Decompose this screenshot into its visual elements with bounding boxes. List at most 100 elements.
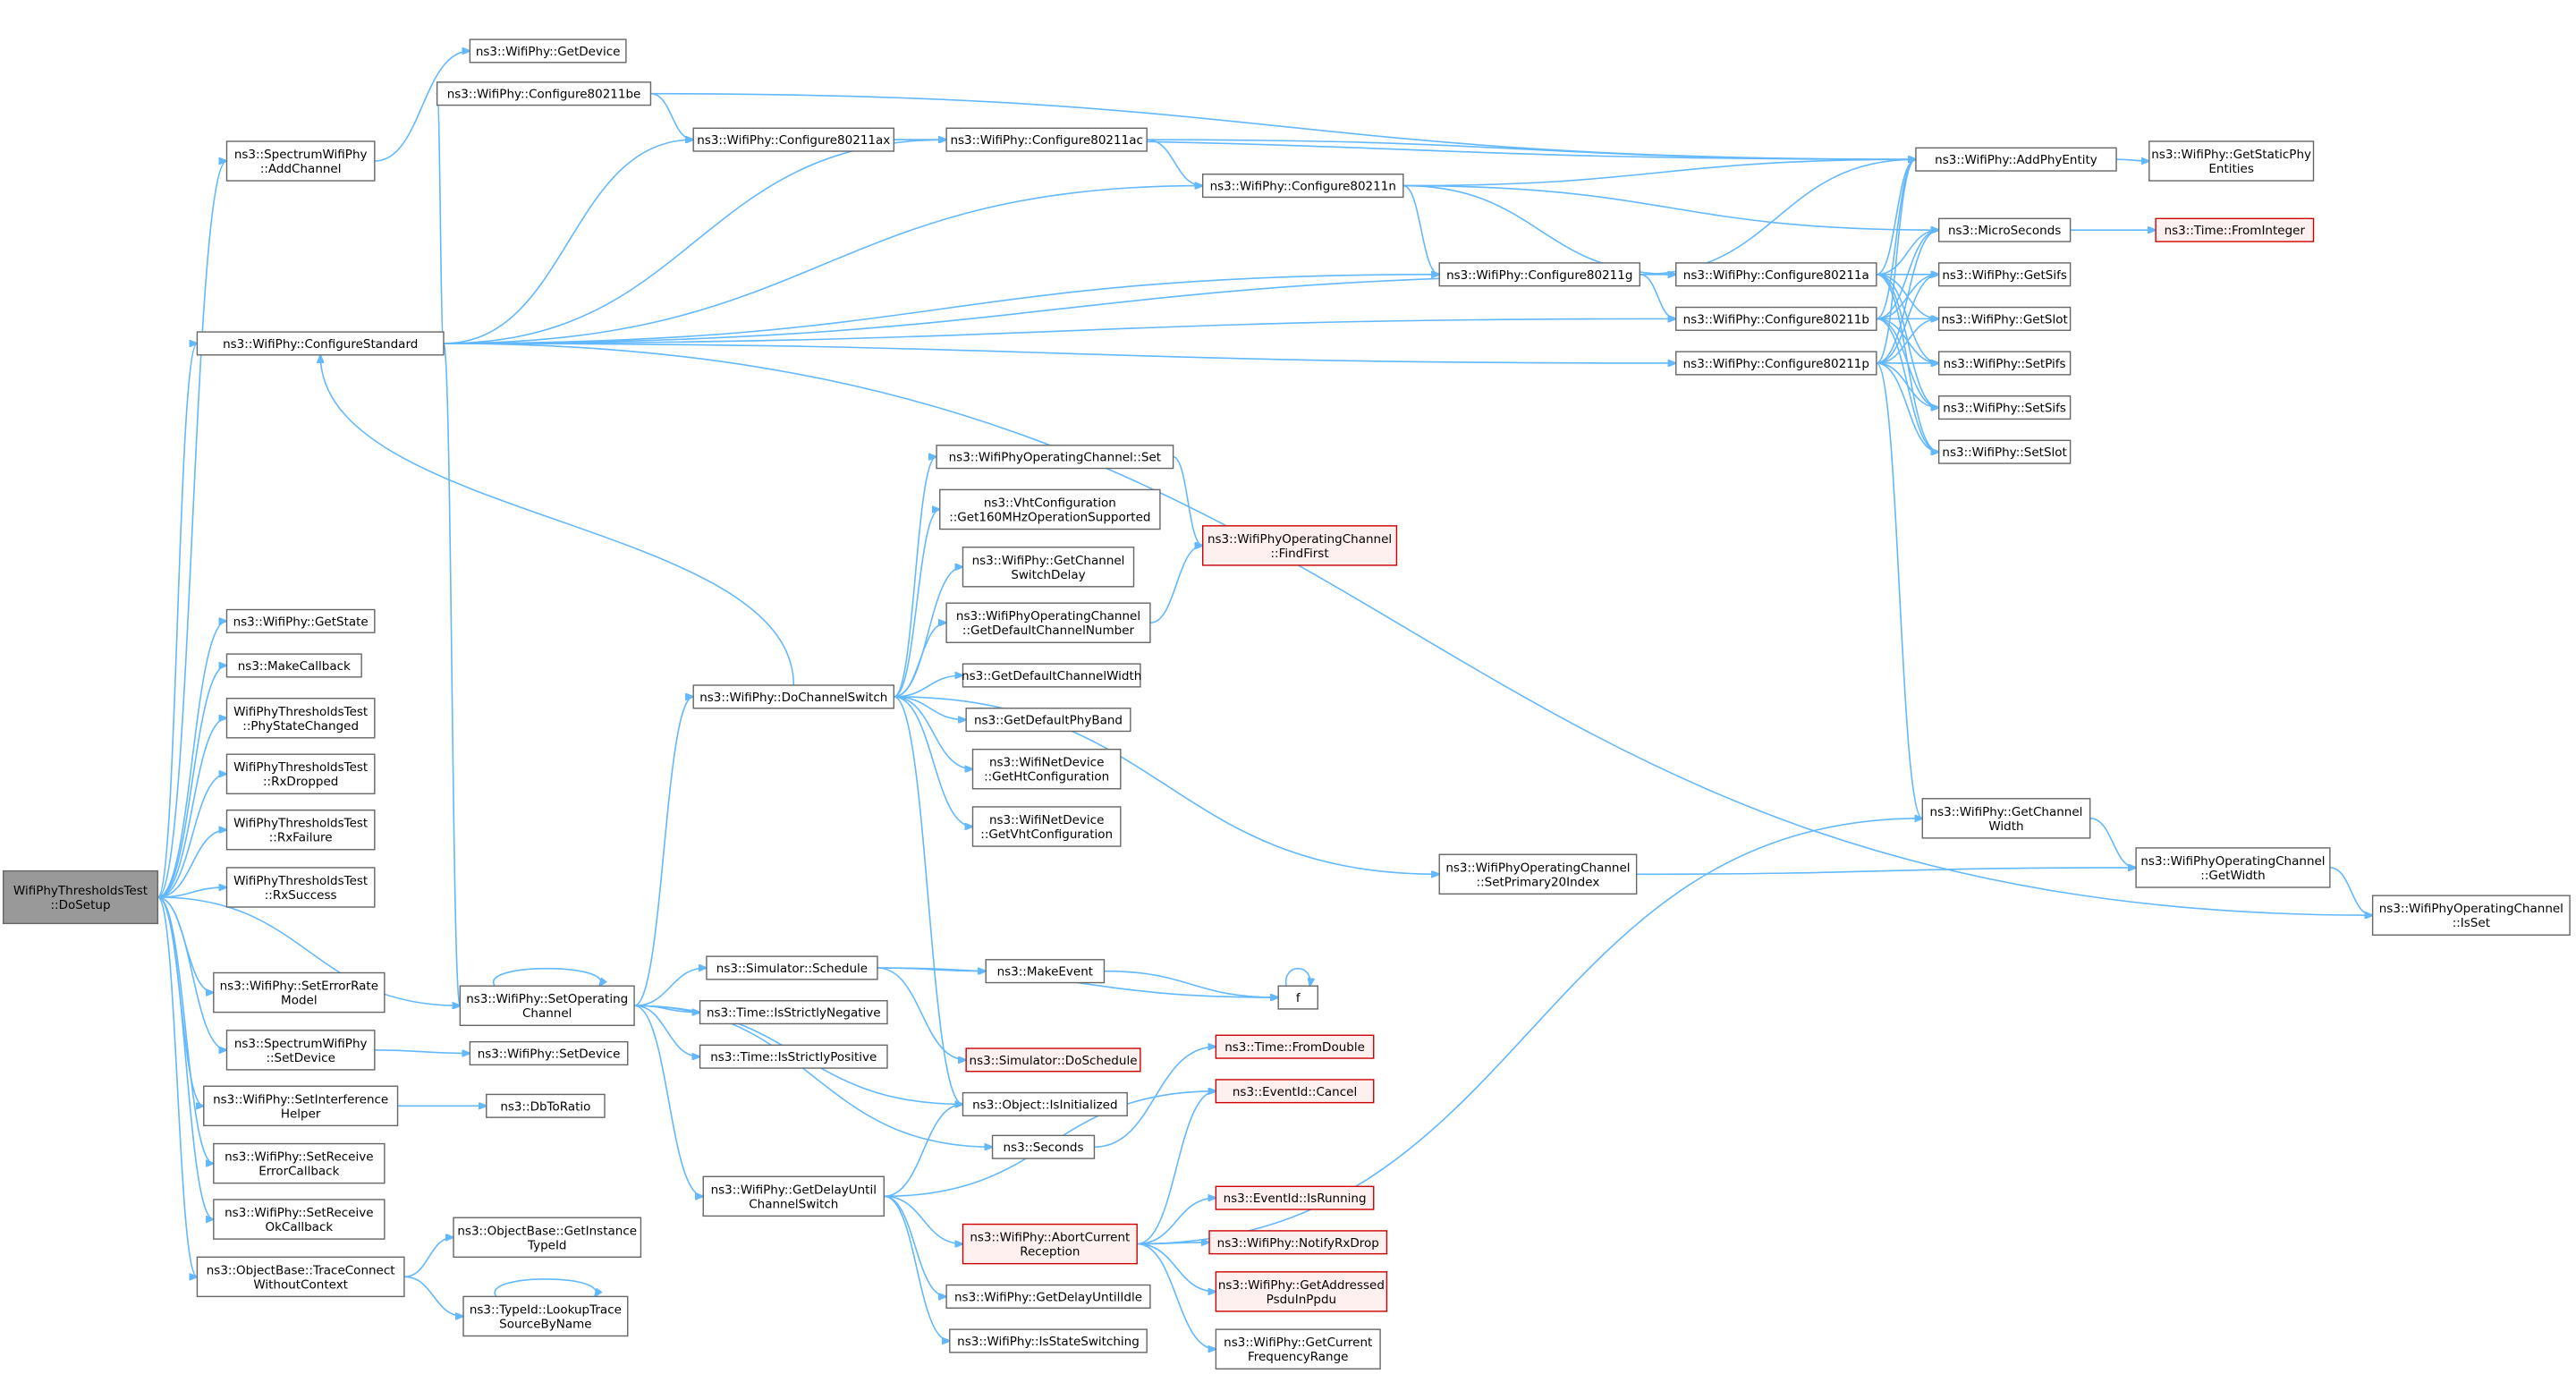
edge-be-to-ax: [650, 92, 693, 140]
node-label: ns3::WifiPhy::SetReceive: [225, 1150, 373, 1165]
node-dbtoratio[interactable]: ns3::DbToRatio: [486, 1093, 606, 1118]
node-opch_set[interactable]: ns3::WifiPhyOperatingChannel::Set: [936, 445, 1174, 470]
node-label: ::GetWidth: [2200, 869, 2265, 883]
node-getdefband[interactable]: ns3::GetDefaultPhyBand: [965, 708, 1131, 733]
node-traceconn[interactable]: ns3::ObjectBase::TraceConnectWithoutCont…: [196, 1256, 405, 1298]
node-setdevice[interactable]: ns3::WifiPhy::SetDevice: [469, 1040, 629, 1066]
node-b[interactable]: ns3::WifiPhy::Configure80211b: [1675, 306, 1877, 331]
node-getstate[interactable]: ns3::WifiPhy::GetState: [225, 608, 376, 633]
node-box: [949, 1328, 1148, 1353]
node-box: [1915, 147, 2117, 172]
node-getwidth[interactable]: ns3::WifiPhyOperatingChannel::GetWidth: [2135, 847, 2331, 888]
edge-n-to-g: [1402, 184, 1439, 275]
node-root[interactable]: WifiPhyThresholdsTest::DoSetup: [2, 869, 159, 925]
node-g[interactable]: ns3::WifiPhy::Configure80211g: [1438, 262, 1641, 287]
node-physc[interactable]: WifiPhyThresholdsTest::PhyStateChanged: [225, 698, 376, 739]
node-ac[interactable]: ns3::WifiPhy::Configure80211ac: [945, 127, 1148, 152]
node-label: ::SetDevice: [266, 1051, 335, 1065]
node-getdevice[interactable]: ns3::WifiPhy::GetDevice: [469, 38, 627, 64]
edge-root-to-traceconn: [157, 896, 197, 1276]
node-isrunning[interactable]: ns3::EventId::IsRunning: [1215, 1185, 1375, 1210]
node-getslot[interactable]: ns3::WifiPhy::GetSlot: [1937, 306, 2072, 331]
node-label: ns3::GetDefaultPhyBand: [974, 714, 1123, 728]
node-setpifs[interactable]: ns3::WifiPhy::SetPifs: [1937, 351, 2072, 376]
node-label: Helper: [281, 1107, 321, 1121]
node-seconds[interactable]: ns3::Seconds: [991, 1134, 1096, 1159]
node-getht[interactable]: ns3::WifiNetDevice::GetHtConfiguration: [971, 748, 1122, 790]
edge-makeevent-to-f: [1104, 970, 1278, 997]
node-label: ns3::WifiPhy::GetChannel: [1930, 805, 2083, 819]
node-addphy[interactable]: ns3::WifiPhy::AddPhyEntity: [1915, 147, 2117, 172]
node-fromdouble[interactable]: ns3::Time::FromDouble: [1215, 1034, 1375, 1059]
node-swp_setdev[interactable]: ns3::SpectrumWifiPhy::SetDevice: [225, 1030, 376, 1071]
node-getvht[interactable]: ns3::WifiNetDevice::GetVhtConfiguration: [971, 806, 1122, 847]
node-notifyrx[interactable]: ns3::WifiPhy::NotifyRxDrop: [1208, 1230, 1388, 1255]
node-isneg[interactable]: ns3::Time::IsStrictlyNegative: [699, 1000, 888, 1025]
node-dosched[interactable]: ns3::Simulator::DoSchedule: [965, 1047, 1141, 1073]
node-label: ns3::TypeId::LookupTrace: [470, 1302, 622, 1317]
node-setprim20[interactable]: ns3::WifiPhyOperatingChannel::SetPrimary…: [1438, 853, 1638, 895]
edge-root-to-setopch: [157, 896, 460, 1005]
node-swp_addch[interactable]: ns3::SpectrumWifiPhy::AddChannel: [225, 140, 376, 182]
node-be[interactable]: ns3::WifiPhy::Configure80211be: [436, 81, 652, 106]
node-label: ns3::WifiPhy::GetCurrent: [1224, 1336, 1372, 1350]
node-box: [225, 1030, 376, 1071]
edge-dochsw-to-opch_set: [893, 457, 936, 698]
node-fromint[interactable]: ns3::Time::FromInteger: [2155, 217, 2315, 242]
node-micro[interactable]: ns3::MicroSeconds: [1937, 217, 2072, 242]
node-getdefchw[interactable]: ns3::GetDefaultChannelWidth: [962, 663, 1141, 688]
node-f[interactable]: f: [1277, 985, 1318, 1010]
node-label: ns3::WifiPhy::GetDelayUntil: [711, 1183, 877, 1197]
node-p[interactable]: ns3::WifiPhy::Configure80211p: [1675, 351, 1877, 376]
node-label: Reception: [1020, 1245, 1080, 1260]
node-label: WifiPhyThresholdsTest: [13, 884, 148, 898]
node-rxsucc[interactable]: WifiPhyThresholdsTest::RxSuccess: [225, 867, 376, 908]
node-getdefchnum[interactable]: ns3::WifiPhyOperatingChannel::GetDefault…: [945, 602, 1151, 643]
node-label: ::DoSetup: [50, 898, 110, 912]
node-confstd[interactable]: ns3::WifiPhy::ConfigureStandard: [196, 331, 445, 356]
node-makecb[interactable]: ns3::MakeCallback: [225, 653, 362, 678]
node-vht160[interactable]: ns3::VhtConfiguration::Get160MHzOperatio…: [939, 488, 1161, 530]
node-ax[interactable]: ns3::WifiPhy::Configure80211ax: [692, 127, 895, 152]
edge-dochsw-to-confstd: [320, 355, 795, 686]
node-makeevent[interactable]: ns3::MakeEvent: [985, 959, 1106, 984]
node-label: ns3::WifiPhy::SetPifs: [1944, 357, 2066, 371]
node-ispos[interactable]: ns3::Time::IsStrictlyPositive: [699, 1044, 888, 1069]
node-getdelayidle[interactable]: ns3::WifiPhy::GetDelayUntilIdle: [945, 1284, 1151, 1309]
node-box: [702, 1175, 886, 1217]
node-findfirst[interactable]: ns3::WifiPhyOperatingChannel::FindFirst: [1201, 525, 1398, 566]
node-box: [962, 1223, 1138, 1265]
node-box: [936, 445, 1174, 470]
node-isstatesw[interactable]: ns3::WifiPhy::IsStateSwitching: [949, 1328, 1148, 1353]
node-setsifs[interactable]: ns3::WifiPhy::SetSifs: [1937, 395, 2072, 420]
node-a[interactable]: ns3::WifiPhy::Configure80211a: [1675, 262, 1877, 287]
node-box: [1675, 306, 1877, 331]
node-cancel[interactable]: ns3::EventId::Cancel: [1215, 1079, 1375, 1104]
node-rxfail[interactable]: WifiPhyThresholdsTest::RxFailure: [225, 809, 376, 851]
node-isset[interactable]: ns3::WifiPhyOperatingChannel::IsSet: [2371, 895, 2571, 936]
node-setslot[interactable]: ns3::WifiPhy::SetSlot: [1937, 439, 2072, 464]
node-box: [1215, 1328, 1381, 1370]
node-isinit[interactable]: ns3::Object::IsInitialized: [962, 1091, 1128, 1117]
node-label: ns3::WifiPhy::GetDevice: [476, 45, 621, 59]
node-getsifs[interactable]: ns3::WifiPhy::GetSifs: [1937, 262, 2072, 287]
node-dochsw[interactable]: ns3::WifiPhy::DoChannelSwitch: [692, 684, 895, 709]
node-rxdrop[interactable]: WifiPhyThresholdsTest::RxDropped: [225, 753, 376, 794]
node-schedule[interactable]: ns3::Simulator::Schedule: [706, 955, 878, 980]
node-label: ns3::MakeCallback: [238, 659, 351, 674]
node-n[interactable]: ns3::WifiPhy::Configure80211n: [1201, 174, 1404, 199]
